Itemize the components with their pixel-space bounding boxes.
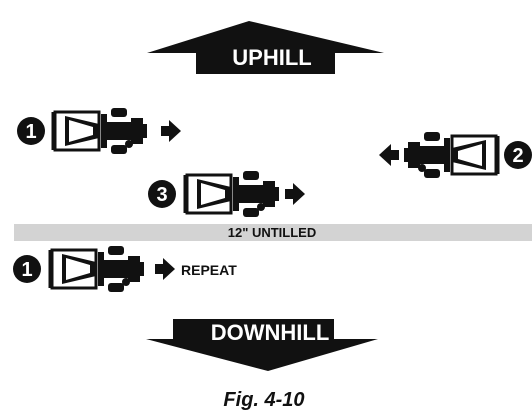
untilled-band: 12" UNTILLED [14, 224, 532, 241]
pass-1-number: 1 [25, 121, 36, 143]
figure-caption: Fig. 4-10 [223, 389, 304, 411]
direction-arrow-left-icon [379, 144, 399, 166]
tiller-icon [51, 106, 149, 156]
tiller-icon [183, 169, 281, 219]
uphill-arrow: UPHILL [147, 21, 384, 74]
repeat-label: REPEAT [181, 262, 237, 278]
tiller-icon [402, 130, 500, 180]
direction-arrow-right-icon [285, 183, 305, 205]
uphill-label: UPHILL [232, 45, 311, 70]
pass-1-badge: 1 [17, 117, 45, 145]
untilled-band-strip [14, 224, 532, 241]
pass-2-badge: 2 [504, 141, 532, 169]
pass-3-badge: 3 [148, 180, 176, 208]
direction-arrow-right-icon [155, 258, 175, 280]
untilled-label: 12" UNTILLED [228, 225, 317, 240]
downhill-arrow-shape [146, 319, 378, 371]
downhill-arrow: DOWNHILL [146, 319, 378, 371]
tiller-pass-2: 2 [379, 130, 532, 180]
direction-arrow-right-icon [161, 120, 181, 142]
tiller-pass-1: 1 [17, 106, 181, 156]
uphill-arrow-shape [147, 21, 384, 74]
tiller-pass-3: 3 [148, 169, 305, 219]
repeat-badge: 1 [13, 255, 41, 283]
tiller-icon [48, 244, 146, 294]
downhill-label: DOWNHILL [211, 320, 330, 345]
repeat-pass-number: 1 [21, 259, 32, 281]
pass-2-number: 2 [512, 145, 523, 167]
pass-3-number: 3 [156, 184, 167, 206]
tiller-pass-repeat: 1 REPEAT [13, 244, 237, 294]
